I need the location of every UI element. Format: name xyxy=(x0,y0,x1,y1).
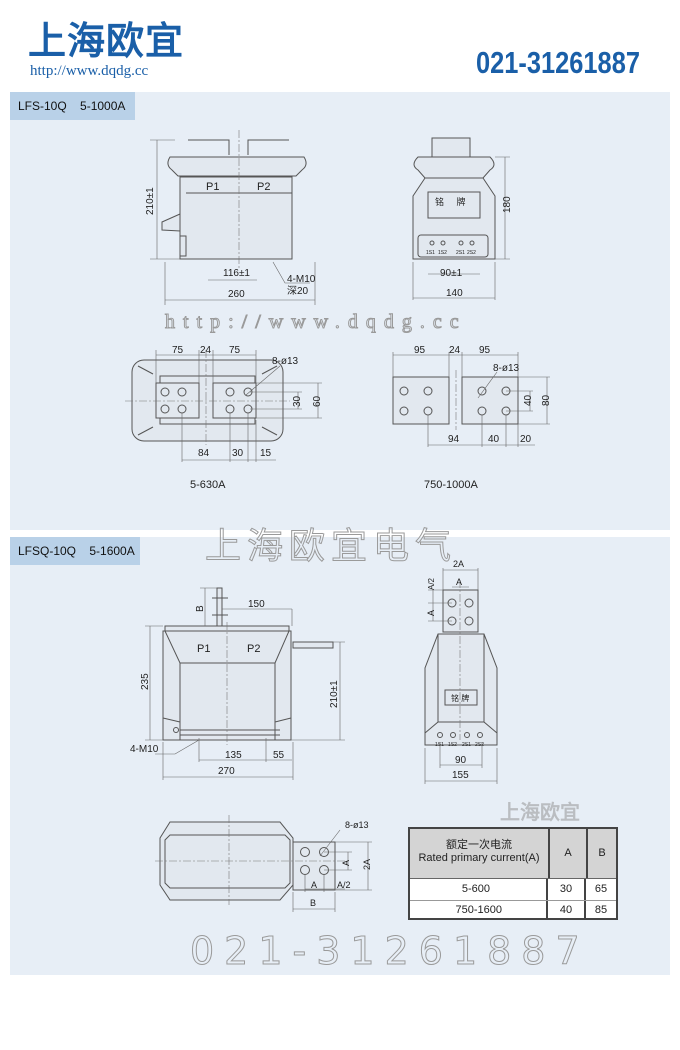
cell-b: 65 xyxy=(594,883,608,895)
header-en: Rated primary current(A) xyxy=(418,852,540,864)
header-a: A xyxy=(550,829,588,878)
caption-5-630a: 5-630A xyxy=(190,479,226,491)
header-b: B xyxy=(598,847,606,859)
dim-spacing: 116±1 xyxy=(223,268,250,279)
dim-b: B xyxy=(310,898,316,908)
label-p1: P1 xyxy=(197,643,210,655)
terminal-2s1: 2S1 xyxy=(462,742,471,748)
dim-a-half: A/2 xyxy=(427,577,436,590)
dim-40-h: 40 xyxy=(488,434,500,445)
dim-a: A xyxy=(456,577,462,587)
dim-2a-vertical: 2A xyxy=(362,859,372,870)
dim-75-left: 75 xyxy=(172,345,184,356)
bolt-holes xyxy=(160,387,253,414)
dim-95-right: 95 xyxy=(479,345,491,356)
terminal-1s1: 1S1 xyxy=(426,250,435,256)
dim-thread: 4-M10 xyxy=(130,744,159,755)
plan-5-630a: 75 24 75 8-ø13 30 60 84 30 15 5-630A xyxy=(125,345,323,491)
nameplate-label: 铭 牌 xyxy=(435,196,466,207)
table-row: 5-600 30 65 xyxy=(410,879,616,901)
dim-270: 270 xyxy=(218,766,235,777)
section-tab-lfsq: LFSQ-10Q 5-1600A xyxy=(10,537,140,565)
dim-90: 90 xyxy=(455,755,467,766)
lfs-front-view: P1 P2 210±1 260 116±1 4-M10 深20 xyxy=(145,130,316,305)
table-row: 750-1600 40 85 xyxy=(410,901,616,920)
dim-side-width: 140 xyxy=(446,288,463,299)
terminal-1s1: 1S1 xyxy=(435,742,444,748)
header-cn: 额定一次电流 xyxy=(446,839,512,851)
dim-150: 150 xyxy=(248,599,265,610)
dim-20: 20 xyxy=(520,434,532,445)
dim-holes: 8-ø13 xyxy=(345,820,369,830)
website-url[interactable]: http://www.dqdg.cc xyxy=(30,63,149,79)
dim-30-h: 30 xyxy=(232,448,244,459)
terminal-2s2: 2S2 xyxy=(467,250,476,256)
dim-depth: 深20 xyxy=(287,285,309,297)
dim-95-left: 95 xyxy=(414,345,426,356)
brand-logo: 上海欧宜 xyxy=(28,19,185,63)
watermark-url: http://www.dqdg.cc xyxy=(165,311,467,333)
terminal-2s2: 2S2 xyxy=(475,742,484,748)
dim-210: 210±1 xyxy=(329,680,340,708)
dim-width: 260 xyxy=(228,289,245,300)
caption-750-1000a: 750-1000A xyxy=(424,479,478,491)
dim-2a: 2A xyxy=(453,559,464,569)
header-current: 额定一次电流 Rated primary current(A) xyxy=(410,829,550,878)
dim-60-v: 60 xyxy=(312,395,323,407)
dim-side-height: 180 xyxy=(502,196,513,213)
cell-current: 750-1600 xyxy=(410,901,548,920)
watermark-phone: 021-31261887 xyxy=(190,929,590,973)
cell-b: 85 xyxy=(594,904,608,916)
label-p2: P2 xyxy=(247,643,260,655)
dim-235: 235 xyxy=(140,673,151,690)
dim-24: 24 xyxy=(449,345,461,356)
dim-84: 84 xyxy=(198,448,210,459)
dim-30-v: 30 xyxy=(292,395,303,407)
dim-a: A xyxy=(311,880,317,890)
dim-thread: 4-M10 xyxy=(287,274,316,285)
terminal-circles xyxy=(437,732,483,738)
dim-40-v: 40 xyxy=(523,394,534,406)
dim-135: 135 xyxy=(225,750,242,761)
dim-55: 55 xyxy=(273,750,285,761)
dim-75-right: 75 xyxy=(229,345,241,356)
watermark-company: 上海欧宜电气 xyxy=(205,526,457,567)
terminal-2s1: 2S1 xyxy=(456,250,465,256)
terminal-1s2: 1S2 xyxy=(448,742,457,748)
dim-holes: 8-ø13 xyxy=(272,356,299,367)
dim-side-spacing: 90±1 xyxy=(440,268,463,279)
dim-94: 94 xyxy=(448,434,460,445)
dim-80-v: 80 xyxy=(541,394,552,406)
dim-24: 24 xyxy=(200,345,212,356)
phone-number: 021-31261887 xyxy=(476,45,640,80)
dim-holes: 8-ø13 xyxy=(493,363,520,374)
dim-b: B xyxy=(195,605,206,612)
cell-current: 5-600 xyxy=(410,879,548,900)
dim-a-vertical: A xyxy=(426,610,436,616)
lfsq-plan-view: 8-ø13 A A/2 A 2A B xyxy=(155,815,372,912)
label-p2: P2 xyxy=(257,181,270,193)
current-table: 额定一次电流 Rated primary current(A) A B 5-60… xyxy=(408,827,618,920)
dim-15: 15 xyxy=(260,448,272,459)
dim-a-half: A/2 xyxy=(337,880,351,890)
dim-height: 210±1 xyxy=(145,187,156,215)
section-lfs-10q: LFS-10Q 5-1000A xyxy=(10,92,670,530)
dim-a-vertical: A xyxy=(341,860,351,866)
cell-a: 40 xyxy=(548,901,586,920)
lfs-side-view: 铭 牌 1S1 1S2 2S1 2S2 180 90±1 140 xyxy=(412,137,513,300)
watermark-brand: 上海欧宜 xyxy=(500,800,580,824)
lfsq-side-view: 铭 牌 1S1 1S2 2S1 2S2 2A A A/2 A 90 155 xyxy=(424,559,498,784)
dim-155: 155 xyxy=(452,770,469,781)
terminal-1s2: 1S2 xyxy=(438,250,447,256)
label-p1: P1 xyxy=(206,181,219,193)
terminal-circles xyxy=(429,240,475,246)
plan-750-1000a: 95 24 95 8-ø13 40 80 94 40 20 750-1000A xyxy=(392,345,552,491)
lfsq-front-view: P1 P2 B 150 235 210±1 4-M10 135 55 270 xyxy=(130,587,345,780)
section-tab-lfs: LFS-10Q 5-1000A xyxy=(10,92,135,120)
cell-a: 30 xyxy=(548,879,586,900)
